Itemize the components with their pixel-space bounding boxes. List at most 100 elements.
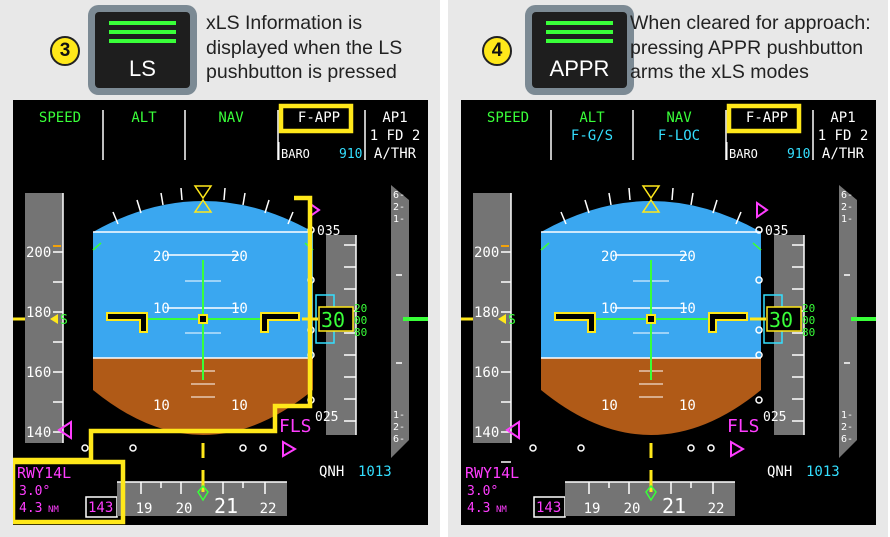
caption: When cleared for approach: pressing APPR…: [630, 11, 871, 85]
localizer-dot: [707, 444, 715, 452]
altitude-tick-label: 035: [765, 224, 788, 239]
speed-trend-arrow: [50, 314, 58, 324]
ls-pushbutton[interactable]: LS: [95, 12, 190, 88]
altitude-tick-label: 025: [315, 410, 338, 425]
altitude-tick-label: 025: [763, 410, 786, 425]
pitch-label: 20: [231, 249, 248, 265]
distance-value: 4.3: [19, 501, 42, 516]
fls-label: FLS: [727, 416, 760, 437]
altitude-readout-digit: 00: [802, 314, 815, 327]
panel-step-3: 3 LS xLS Information is displayed when t…: [0, 0, 440, 537]
qnh-label: QNH: [767, 464, 792, 480]
pushbutton-indicator-icon: [109, 21, 176, 48]
roll-scale-tick: [287, 211, 294, 225]
roll-pointer-icon: [193, 198, 213, 213]
vertical-speed-scale: [839, 185, 857, 458]
speed-tick-label: 180: [474, 305, 499, 321]
distance-value: 4.3: [467, 501, 490, 516]
glideslope-dot: [755, 351, 763, 359]
aircraft-symbol-right: [260, 312, 300, 333]
localizer-dot: [129, 444, 137, 452]
vs-scale-label: 1-: [841, 410, 853, 421]
caption-line: displayed when the LS: [206, 36, 403, 59]
aircraft-symbol-left: [554, 312, 596, 333]
pitch-label: 10: [153, 301, 170, 317]
vertical-speed-scale: [391, 185, 409, 458]
fma-autopilot: AP1: [382, 110, 407, 126]
pitch-label: 10: [601, 301, 618, 317]
vs-scale-label: 2-: [841, 202, 853, 213]
localizer-dot: [239, 444, 247, 452]
runway-identifier: RWY14L: [17, 464, 71, 482]
heading-label: 20: [176, 501, 193, 517]
altitude-readout-digit: 20: [354, 302, 367, 315]
vs-scale-label: 1-: [393, 410, 405, 421]
altitude-readout-digit: 80: [802, 326, 815, 339]
altitude-tape: [326, 235, 356, 435]
qnh-label: QNH: [319, 464, 344, 480]
qnh-value: 1013: [358, 464, 392, 480]
speed-tick-label: 180: [26, 305, 51, 321]
roll-index-icon: [641, 185, 661, 200]
fma-approach-capability: F-APP: [746, 110, 788, 126]
roll-scale-tick: [584, 199, 590, 214]
roll-scale-tick: [690, 192, 694, 206]
roll-scale-tick: [180, 187, 183, 201]
baro-label: BARO: [281, 147, 310, 161]
roll-index-icon: [193, 185, 213, 200]
altitude-tick-label: 035: [317, 224, 340, 239]
qnh-value: 1013: [806, 464, 840, 480]
fma-armed-lateral: F-LOC: [658, 128, 700, 144]
speed-target-icon: [57, 420, 72, 440]
glideslope-dot: [755, 226, 763, 234]
fma-autopilot: AP1: [830, 110, 855, 126]
fma-flight-director: 1 FD 2: [818, 128, 869, 144]
highlight-fma-box: [726, 103, 802, 134]
roll-pointer-icon: [641, 198, 661, 213]
roll-scale-tick: [712, 199, 718, 214]
runway-identifier: RWY14L: [465, 464, 519, 482]
vs-scale-label: 1-: [841, 214, 853, 225]
altitude-readout-digit: 20: [802, 302, 815, 315]
bank-limit-mark: [540, 242, 550, 251]
glide-slope-angle: 3.0°: [19, 484, 50, 499]
pitch-label: 10: [153, 398, 170, 414]
altitude-readout: 30: [321, 308, 345, 332]
baro-value: 910: [787, 147, 810, 162]
fma-flight-director: 1 FD 2: [370, 128, 421, 144]
fma-speed-mode: SPEED: [39, 110, 81, 126]
speed-tick-label: 140: [474, 425, 499, 441]
glideslope-dot: [755, 396, 763, 404]
pitch-label: 10: [231, 301, 248, 317]
pushbutton-indicator-icon: [546, 21, 613, 48]
appr-pushbutton[interactable]: APPR: [532, 12, 627, 88]
vs-scale-label: 6-: [393, 190, 405, 201]
highlight-fma-box: [278, 103, 354, 134]
aircraft-center-square: [198, 314, 208, 324]
track-diamond-icon: [197, 484, 209, 502]
localizer-dot: [81, 444, 89, 452]
glideslope-dot: [755, 326, 763, 334]
heading-label: 20: [624, 501, 641, 517]
heading-label: 21: [214, 494, 238, 518]
aircraft-symbol-left: [106, 312, 148, 333]
heading-label: 19: [136, 501, 153, 517]
caption-line: pressing APPR pushbutton: [630, 36, 864, 59]
fma-alt-mode: ALT: [131, 110, 157, 126]
caption-line: When cleared for approach:: [630, 12, 871, 34]
localizer-dot: [529, 444, 537, 452]
altitude-readout: 30: [769, 308, 793, 332]
glideslope-index-icon: [756, 201, 769, 219]
baro-value: 910: [339, 147, 362, 162]
vs-scale-label: 1-: [393, 214, 405, 225]
aircraft-symbol-right: [708, 312, 748, 333]
caption-line: pushbutton is pressed: [206, 61, 397, 83]
pushbutton-label: LS: [129, 56, 156, 81]
track-diamond-icon: [645, 484, 657, 502]
roll-scale-tick: [112, 211, 119, 225]
localizer-dot: [577, 444, 585, 452]
fma-armed-vertical: F-G/S: [571, 128, 613, 144]
